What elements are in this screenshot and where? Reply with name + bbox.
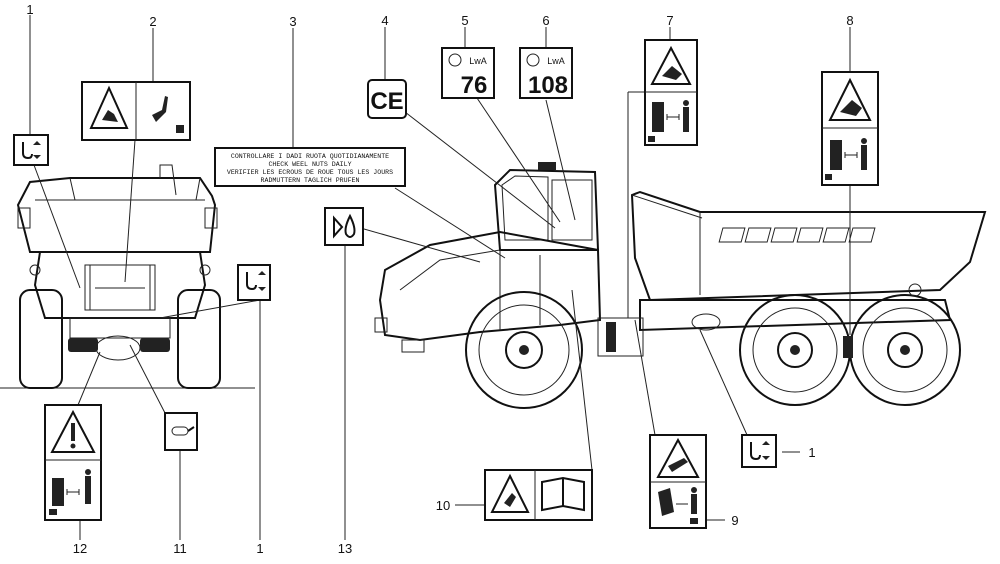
callout-1b: 1 xyxy=(808,445,815,460)
warning-decal-8 xyxy=(821,71,879,186)
ce-decal: CE xyxy=(367,79,407,119)
wheel-nuts-text-decal: CONTROLLARE I DADI RUOTA QUOTIDIANAMENTE… xyxy=(214,147,406,187)
sound-level-decal-108: LwA 108 xyxy=(519,47,573,99)
warning-decal-12 xyxy=(44,404,102,521)
svg-text:LwA: LwA xyxy=(469,56,487,66)
svg-text:LwA: LwA xyxy=(547,56,565,66)
warning-decal-2 xyxy=(81,81,191,141)
callout-11: 11 xyxy=(173,541,187,556)
decal3-line-2: CHECK WEEL NUTS DAILY xyxy=(268,161,351,168)
warning-manual-decal xyxy=(484,469,593,521)
callout-9: 9 xyxy=(731,513,738,528)
side-view-truck xyxy=(374,162,987,409)
decal3-line-1: CONTROLLARE I DADI RUOTA QUOTIDIANAMENTE xyxy=(231,153,389,160)
callout-7: 7 xyxy=(666,13,673,28)
lifting-hook-icon xyxy=(22,142,33,160)
callout-13: 13 xyxy=(338,541,352,556)
sound-level-decal-76: LwA 76 xyxy=(441,47,495,99)
manual-book-icon xyxy=(541,476,585,512)
hydraulic-oil-icon xyxy=(333,215,344,239)
body-slots xyxy=(718,227,876,243)
callout-8: 8 xyxy=(846,13,853,28)
callout-10: 10 xyxy=(436,498,450,513)
cylinder-decal-11 xyxy=(164,412,198,451)
front-view-truck xyxy=(0,164,255,389)
callout-numbers: 1 2 3 4 5 6 7 8 1 9 10 12 11 1 13 xyxy=(26,2,853,556)
hook-decal-1c xyxy=(237,264,271,301)
sound-level-icon xyxy=(448,53,462,67)
callout-4: 4 xyxy=(381,13,388,28)
warning-triangle-icon xyxy=(89,85,129,129)
svg-text:108: 108 xyxy=(528,72,568,99)
warning-decal-7 xyxy=(644,39,698,146)
callout-1c: 1 xyxy=(256,541,263,556)
ce-mark-icon: CE xyxy=(370,88,403,115)
callout-12: 12 xyxy=(73,541,87,556)
callout-3: 3 xyxy=(289,14,296,29)
hydraulic-oil-decal xyxy=(324,207,364,246)
decal3-line-4: RADMUTTERN TAGLICH PRUFEN xyxy=(261,177,360,184)
leader-lines xyxy=(29,15,851,540)
hook-decal-1b xyxy=(741,434,777,468)
callout-6: 6 xyxy=(542,13,549,28)
decal3-line-3: VERIFIER LES ECROUS DE ROUE TOUS LES JOU… xyxy=(227,169,393,176)
callout-2: 2 xyxy=(149,14,156,29)
hook-decal-1 xyxy=(13,134,49,166)
callout-5: 5 xyxy=(461,13,468,28)
callout-1a: 1 xyxy=(26,2,33,17)
warning-decal-9 xyxy=(649,434,707,529)
svg-text:76: 76 xyxy=(461,72,488,99)
